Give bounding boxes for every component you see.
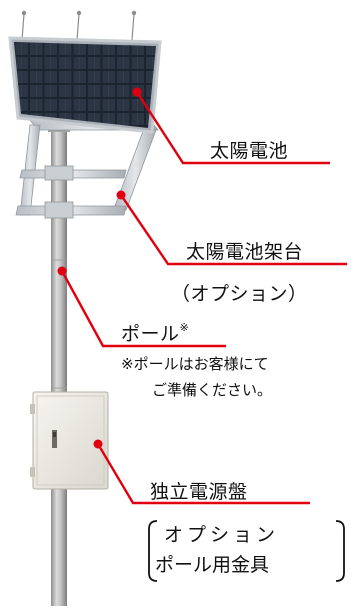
power-panel-label: 独立電源盤 bbox=[150, 481, 248, 503]
option-text-line-2: ポール用金具 bbox=[155, 554, 270, 576]
option-bracket bbox=[148, 520, 345, 582]
panel-mount-option-label: （オプション） bbox=[171, 283, 308, 305]
pole-label-text: ポール bbox=[121, 323, 180, 345]
solar-panel bbox=[8, 36, 162, 134]
callout-dots bbox=[57, 87, 142, 449]
pole-note-line-2: ご準備ください。 bbox=[152, 381, 273, 399]
callout-lines bbox=[60, 91, 347, 505]
lightning-rods bbox=[21, 10, 137, 41]
panel-mount-label: 太陽電池架台 bbox=[186, 241, 304, 263]
solar-panel-label: 太陽電池 bbox=[210, 140, 289, 162]
pole-note-line-1: ※ポールはお客様にて bbox=[121, 355, 269, 373]
pole-label: ポール※ bbox=[121, 319, 189, 346]
pole bbox=[48, 120, 70, 606]
option-text-line-1: オプション bbox=[164, 524, 280, 546]
power-panel-box bbox=[30, 391, 109, 490]
panel-mount bbox=[15, 119, 159, 219]
pole-note-mark: ※ bbox=[179, 321, 190, 334]
